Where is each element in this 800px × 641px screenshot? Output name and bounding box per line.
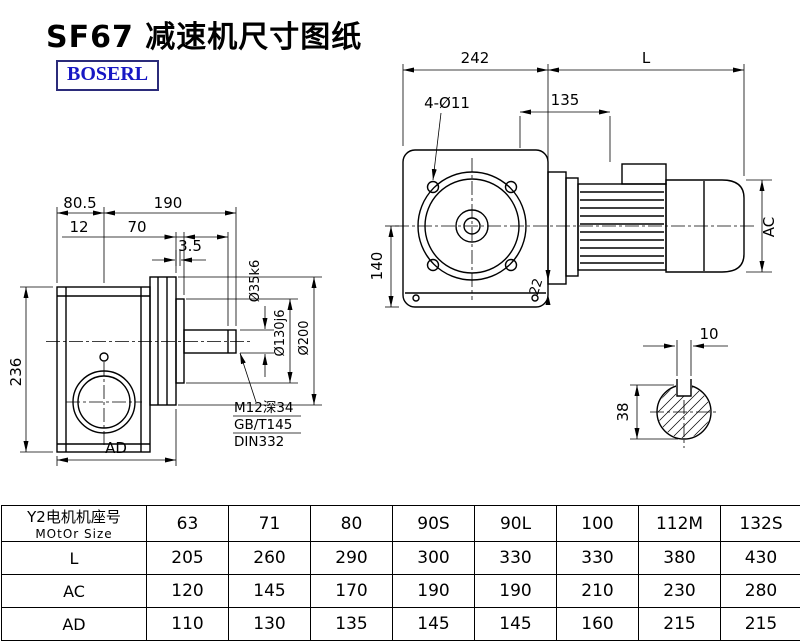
side-view-centerlines: [46, 342, 252, 446]
dim-AD: AD: [105, 439, 127, 457]
cell-AD-100: 160: [557, 608, 639, 641]
cell-AC-63: 120: [147, 575, 229, 608]
cell-AC-112m: 230: [639, 575, 721, 608]
dim-22: 22: [527, 277, 546, 297]
cell-L-100: 330: [557, 542, 639, 575]
size-col-63: 63: [147, 506, 229, 542]
dim-70: 70: [127, 218, 146, 236]
cell-AC-132s: 280: [721, 575, 800, 608]
table-header-row: Y2电机机座号 MOtOr Size 63 71 80 90S 90L 100 …: [2, 506, 800, 542]
cell-AD-80: 135: [311, 608, 393, 641]
cell-AC-71: 145: [229, 575, 311, 608]
front-view-outline: [403, 150, 744, 307]
size-col-112m: 112M: [639, 506, 721, 542]
brand-logo: BOSERL: [56, 60, 159, 91]
row-label-AD: AD: [2, 608, 147, 641]
dim-L: L: [642, 49, 651, 67]
row-label-L: L: [2, 542, 147, 575]
dim-140: 140: [368, 252, 386, 281]
cell-L-132s: 430: [721, 542, 800, 575]
page-title: SF67 减速机尺寸图纸: [46, 12, 362, 56]
side-view-outline: [57, 277, 236, 452]
dia-flange-label: Ø200: [297, 320, 312, 355]
cell-AD-71: 130: [229, 608, 311, 641]
note-tapped-hole: M12深34: [234, 400, 294, 416]
cell-AC-80: 170: [311, 575, 393, 608]
cell-AD-112m: 215: [639, 608, 721, 641]
size-col-90l: 90L: [475, 506, 557, 542]
note-standard-din: DIN332: [234, 434, 284, 450]
cell-L-63: 205: [147, 542, 229, 575]
size-col-71: 71: [229, 506, 311, 542]
cell-L-80: 290: [311, 542, 393, 575]
motor-size-header-cn: Y2电机机座号: [2, 506, 146, 527]
note-standard-gb: GB/T145: [234, 417, 292, 433]
dia-spigot-label: Ø130j6: [273, 310, 288, 357]
dim-135: 135: [551, 91, 580, 109]
dim-80-5: 80.5: [63, 194, 96, 212]
size-col-80: 80: [311, 506, 393, 542]
cell-AD-90s: 145: [393, 608, 475, 641]
motor-size-header-en: MOtOr Size: [2, 527, 146, 541]
cell-L-112m: 380: [639, 542, 721, 575]
size-col-90s: 90S: [393, 506, 475, 542]
motor-size-header-cell: Y2电机机座号 MOtOr Size: [2, 506, 147, 542]
dim-190: 190: [154, 194, 183, 212]
dim-236: 236: [7, 358, 25, 387]
cell-AC-100: 210: [557, 575, 639, 608]
size-col-100: 100: [557, 506, 639, 542]
table-row-AD: AD 110 130 135 145 145 160 215 215: [2, 608, 800, 641]
cell-AC-90s: 190: [393, 575, 475, 608]
size-col-132s: 132S: [721, 506, 800, 542]
shaft-section-view: [615, 375, 755, 445]
cell-AD-63: 110: [147, 608, 229, 641]
cell-L-90l: 330: [475, 542, 557, 575]
dim-242: 242: [461, 49, 490, 67]
dim-12: 12: [69, 218, 88, 236]
dim-3-5: 3.5: [178, 237, 202, 255]
dimension-table: Y2电机机座号 MOtOr Size 63 71 80 90S 90L 100 …: [1, 505, 800, 641]
dia-shaft-label: Ø35k6: [248, 260, 263, 303]
cell-L-71: 260: [229, 542, 311, 575]
dim-10: 10: [699, 325, 718, 343]
cell-AD-90l: 145: [475, 608, 557, 641]
cell-L-90s: 300: [393, 542, 475, 575]
cell-AD-132s: 215: [721, 608, 800, 641]
table-row-L: L 205 260 290 300 330 330 380 430: [2, 542, 800, 575]
table-row-AC: AC 120 145 170 190 190 210 230 280: [2, 575, 800, 608]
dim-38: 38: [614, 402, 632, 421]
cell-AC-90l: 190: [475, 575, 557, 608]
dim-AC: AC: [760, 217, 778, 237]
row-label-AC: AC: [2, 575, 147, 608]
dim-4xO11: 4-Ø11: [424, 94, 470, 112]
